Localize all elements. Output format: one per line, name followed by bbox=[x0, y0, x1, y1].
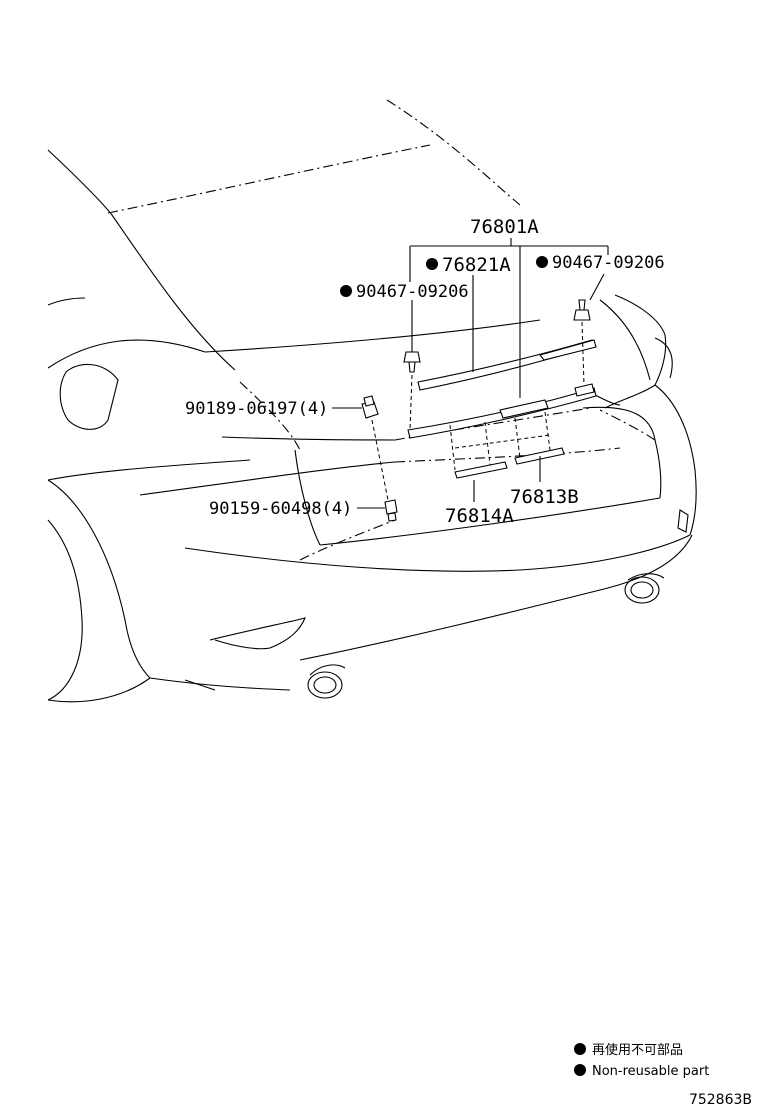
label-nut: 90189-06197(4) bbox=[185, 399, 328, 419]
leader-lines bbox=[332, 238, 609, 509]
clip-right-part bbox=[573, 299, 591, 386]
label-assembly-main: 76801A bbox=[470, 216, 539, 238]
label-garnish-upper: 76821A bbox=[442, 254, 511, 276]
garnish-upper-strip bbox=[417, 339, 597, 391]
legend-en: Non-reusable part bbox=[592, 1064, 709, 1079]
label-bolt: 90159-60498(4) bbox=[209, 499, 352, 519]
legend-dot-icon bbox=[574, 1043, 586, 1055]
exhaust-right bbox=[624, 573, 665, 604]
legend: 再使用不可部品 Non-reusable part bbox=[574, 1042, 709, 1079]
non-reusable-dot-icon bbox=[340, 285, 352, 297]
emblem-guide-lines bbox=[449, 411, 551, 471]
car-body-outline bbox=[47, 99, 697, 703]
legend-jp: 再使用不可部品 bbox=[592, 1042, 683, 1058]
garnish-lower-strip bbox=[407, 383, 597, 439]
fuel-door-outline bbox=[59, 363, 119, 430]
bolt-part bbox=[384, 499, 398, 522]
label-clip-right: 90467-09206 bbox=[552, 253, 665, 273]
label-clip-left: 90467-09206 bbox=[356, 282, 469, 302]
exhaust-left bbox=[307, 664, 346, 699]
diagram-id: 752863B bbox=[689, 1092, 752, 1108]
label-emblem-left: 76814A bbox=[445, 505, 514, 527]
non-reusable-dot-icon bbox=[426, 258, 438, 270]
clip-left-part bbox=[403, 351, 421, 431]
nut-part bbox=[361, 395, 389, 501]
non-reusable-dot-icon bbox=[536, 256, 548, 268]
emblem-left-part bbox=[454, 461, 508, 479]
legend-dot-icon bbox=[574, 1064, 586, 1076]
label-emblem-right: 76813B bbox=[510, 486, 579, 508]
